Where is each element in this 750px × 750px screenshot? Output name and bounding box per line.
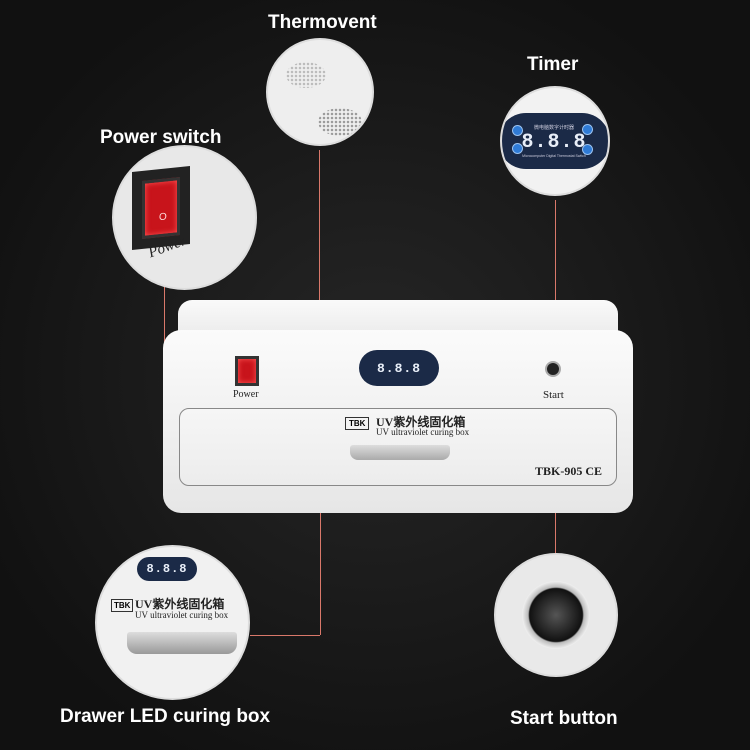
drawer-handle[interactable] <box>350 445 450 460</box>
drawer[interactable]: TBK UV紫外线固化箱 UV ultraviolet curing box T… <box>179 408 617 486</box>
ce-mark: CE <box>585 464 603 478</box>
down-arrow-icon[interactable] <box>582 144 593 155</box>
tbk-logo: TBK <box>111 599 134 612</box>
timer-zoom: 微电脑数字计时器 8.8.8 Microcomputer Digital The… <box>500 86 610 196</box>
timer-header: 微电脑数字计时器 <box>533 125 574 131</box>
drawer-zoom: 8.8.8 TBK UV紫外线固化箱 UV ultraviolet curing… <box>95 545 250 700</box>
callout-line-drawer <box>320 470 321 635</box>
start-button-zoom <box>494 553 618 677</box>
power-label: Power <box>233 389 259 400</box>
start-button-closeup <box>522 581 590 649</box>
rst-button[interactable] <box>512 143 523 154</box>
up-arrow-icon[interactable] <box>582 124 593 135</box>
label-thermovent: Thermovent <box>268 12 377 33</box>
power-switch[interactable] <box>235 356 259 386</box>
callout-line-timer <box>555 200 556 368</box>
timer-panel: 微电脑数字计时器 8.8.8 Microcomputer Digital The… <box>502 113 608 169</box>
label-timer: Timer <box>527 54 579 75</box>
vent-holes-icon <box>318 108 362 136</box>
label-start-button: Start button <box>510 708 618 729</box>
timer-display: 8.8.8 <box>521 131 587 154</box>
timer-footer: Microcomputer Digital Thermostat Switch <box>522 154 586 158</box>
power-switch-zoom: O Power <box>112 145 257 290</box>
callout-line-thermovent <box>319 150 320 310</box>
title-cn: UV紫外线固化箱 <box>376 415 466 429</box>
drawer-handle <box>127 632 237 654</box>
model-number: TBK-905 <box>535 464 583 478</box>
timer-panel: 8.8.8 <box>137 557 197 581</box>
label-drawer: Drawer LED curing box <box>60 706 271 727</box>
timer-display: 8.8.8 <box>376 360 421 376</box>
start-button[interactable] <box>545 361 561 377</box>
label-power-switch: Power switch <box>100 127 222 148</box>
timer-display: 8.8.8 <box>146 562 188 576</box>
title-en: UV ultraviolet curing box <box>135 610 229 620</box>
title-cn: UV紫外线固化箱 <box>135 597 225 611</box>
title-en: UV ultraviolet curing box <box>376 427 470 437</box>
callout-line-drawer-h <box>250 635 320 636</box>
rocker-off-mark: O <box>159 211 167 224</box>
set-button[interactable] <box>512 125 523 136</box>
tbk-logo: TBK <box>345 417 370 430</box>
callout-line-power <box>164 285 165 380</box>
timer-panel: 8.8.8 <box>359 350 439 386</box>
power-rocker-switch[interactable]: O <box>142 177 180 239</box>
start-label: Start <box>543 389 564 401</box>
device-body: Power 8.8.8 Start TBK UV紫外线固化箱 UV ultrav… <box>163 330 633 513</box>
thermovent-zoom <box>266 38 374 146</box>
vent-holes-icon <box>286 62 326 88</box>
